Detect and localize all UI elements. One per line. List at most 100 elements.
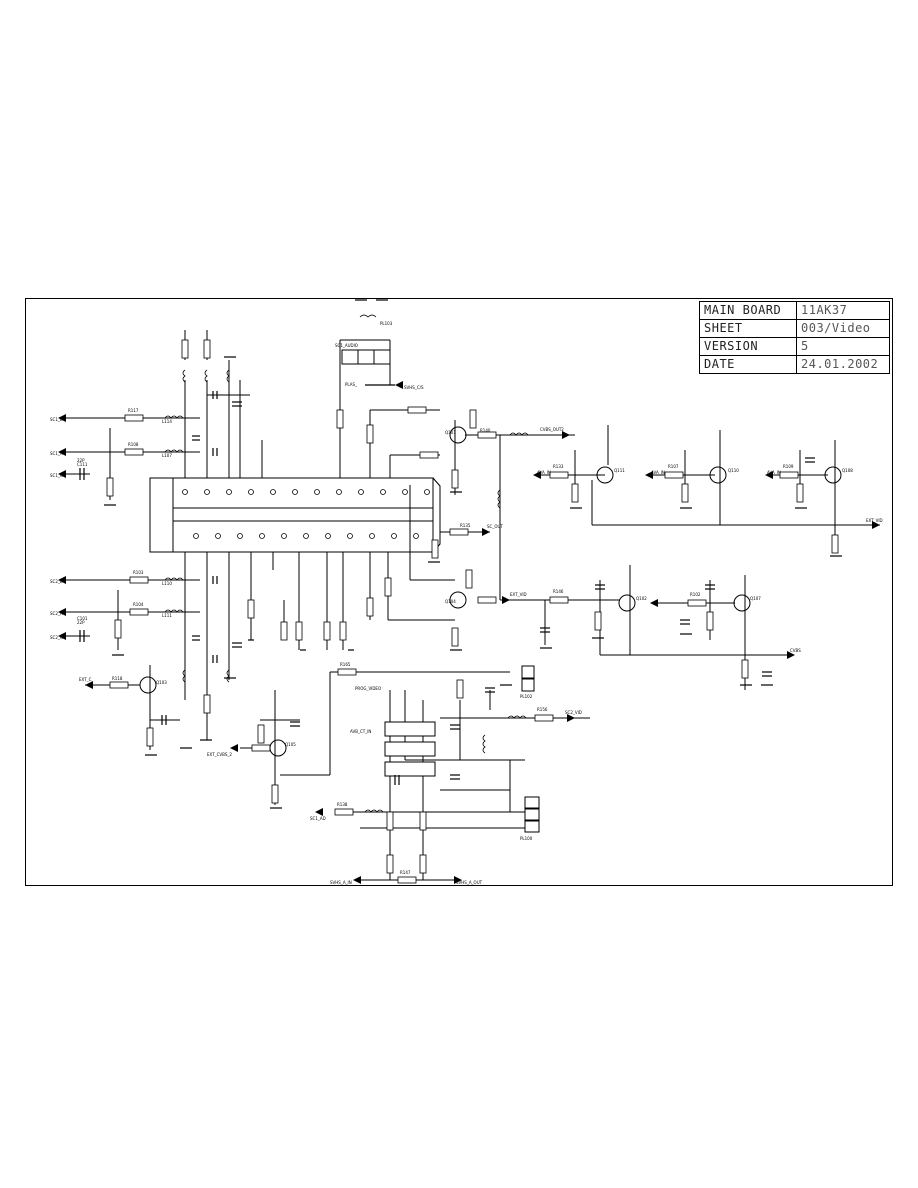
scart-pin bbox=[314, 489, 320, 495]
svg-text:R108: R108 bbox=[128, 442, 139, 447]
scart-pin bbox=[424, 489, 430, 495]
svg-text:R138: R138 bbox=[337, 802, 348, 807]
scart-pin bbox=[402, 489, 408, 495]
svg-text:R104: R104 bbox=[133, 602, 144, 607]
svg-text:R107: R107 bbox=[668, 464, 679, 469]
scart-pin bbox=[358, 489, 364, 495]
scart-socket-top-row bbox=[172, 477, 434, 509]
signal-arrows bbox=[58, 381, 880, 884]
svg-text:SC2_B: SC2_B bbox=[50, 579, 63, 584]
svg-text:AVB_CT_IN: AVB_CT_IN bbox=[350, 729, 371, 734]
board-value: 11AK37 bbox=[801, 303, 848, 317]
scart-pin bbox=[259, 533, 265, 539]
svg-text:PLAS_: PLAS_ bbox=[345, 382, 358, 387]
svg-text:CVBS: CVBS bbox=[790, 648, 801, 653]
scart-pin bbox=[182, 489, 188, 495]
svg-text:SVHS_A_IN: SVHS_A_IN bbox=[330, 880, 352, 885]
capacitors bbox=[79, 391, 815, 785]
scart-pin bbox=[369, 533, 375, 539]
scart-socket-bottom-row bbox=[172, 520, 434, 553]
scart-pin bbox=[204, 489, 210, 495]
svg-text:SC1_G: SC1_G bbox=[50, 473, 63, 478]
schematic-border bbox=[25, 298, 893, 886]
scart-pin bbox=[226, 489, 232, 495]
svg-text:Q104: Q104 bbox=[445, 599, 456, 604]
resistors bbox=[106, 339, 839, 884]
date-value: 24.01.2002 bbox=[801, 357, 879, 371]
svg-text:22P: 22P bbox=[77, 620, 85, 625]
svg-text:Q102: Q102 bbox=[636, 596, 647, 601]
svg-text:SVHS_A_OUT: SVHS_A_OUT bbox=[456, 880, 483, 885]
scart-pin bbox=[270, 489, 276, 495]
scart-pin bbox=[292, 489, 298, 495]
transistors bbox=[139, 426, 842, 757]
title-block: MAIN BOARD 11AK37 SHEET 003/Video VERSIO… bbox=[699, 301, 890, 374]
svg-text:Q108: Q108 bbox=[842, 468, 853, 473]
svg-text:SC1_R: SC1_R bbox=[50, 451, 63, 456]
svg-text:R147: R147 bbox=[400, 870, 411, 875]
svg-text:PROG_VIDEO: PROG_VIDEO bbox=[355, 686, 381, 691]
scart-pin bbox=[336, 489, 342, 495]
title-row-version: VERSION 5 bbox=[700, 338, 889, 356]
svg-text:PL103: PL103 bbox=[380, 321, 393, 326]
scart-pin bbox=[237, 533, 243, 539]
svg-text:Q101: Q101 bbox=[445, 430, 456, 435]
svg-text:Q111: Q111 bbox=[614, 468, 625, 473]
scart-pin bbox=[215, 533, 221, 539]
svg-text:SVHS_C/S: SVHS_C/S bbox=[404, 385, 424, 390]
svg-text:Q107: Q107 bbox=[750, 596, 761, 601]
svg-text:PL100: PL100 bbox=[520, 836, 533, 841]
sheet-value: 003/Video bbox=[801, 321, 871, 335]
svg-text:R118: R118 bbox=[112, 676, 123, 681]
component-labels: R117 R108 L114 L107 SC1_B SC1_R SC1_G R1… bbox=[50, 321, 883, 885]
scart-pin bbox=[281, 533, 287, 539]
version-label: VERSION bbox=[704, 339, 759, 353]
headers bbox=[341, 349, 540, 833]
svg-text:SC2_G: SC2_G bbox=[50, 635, 63, 640]
date-label: DATE bbox=[704, 357, 735, 371]
svg-text:L107: L107 bbox=[162, 453, 172, 458]
version-value: 5 bbox=[801, 339, 809, 353]
scart-pin bbox=[380, 489, 386, 495]
svg-text:L111: L111 bbox=[162, 613, 172, 618]
svg-text:Q103: Q103 bbox=[156, 680, 167, 685]
scart-pin bbox=[391, 533, 397, 539]
board-label: MAIN BOARD bbox=[704, 303, 782, 317]
svg-text:L110: L110 bbox=[162, 581, 172, 586]
svg-text:R109: R109 bbox=[783, 464, 794, 469]
svg-text:AVA_IN: AVA_IN bbox=[537, 470, 551, 475]
svg-text:C111: C111 bbox=[77, 462, 88, 467]
scart-pin bbox=[413, 533, 419, 539]
svg-text:EXT_VID: EXT_VID bbox=[510, 592, 527, 597]
svg-text:R103: R103 bbox=[133, 570, 144, 575]
scart-pin bbox=[325, 533, 331, 539]
svg-text:Q110: Q110 bbox=[728, 468, 739, 473]
svg-text:SC_OUT: SC_OUT bbox=[487, 524, 503, 529]
svg-text:R135: R135 bbox=[460, 523, 471, 528]
title-row-board: MAIN BOARD 11AK37 bbox=[700, 302, 889, 320]
title-row-sheet: SHEET 003/Video bbox=[700, 320, 889, 338]
svg-text:R117: R117 bbox=[128, 408, 139, 413]
scart-pin bbox=[193, 533, 199, 539]
scart-pins-top bbox=[182, 489, 430, 495]
svg-text:SC2_VID: SC2_VID bbox=[565, 710, 582, 715]
scart-pin bbox=[347, 533, 353, 539]
svg-text:EXT_C: EXT_C bbox=[79, 677, 92, 682]
inductors bbox=[164, 314, 529, 813]
svg-text:AVA_IN: AVA_IN bbox=[651, 470, 665, 475]
svg-text:EXT_VID: EXT_VID bbox=[866, 518, 883, 523]
svg-text:R156: R156 bbox=[537, 707, 548, 712]
svg-text:PL102: PL102 bbox=[520, 694, 533, 699]
scart-pin bbox=[303, 533, 309, 539]
svg-text:R140: R140 bbox=[480, 428, 491, 433]
svg-text:Q105: Q105 bbox=[285, 742, 296, 747]
scart-pin bbox=[248, 489, 254, 495]
svg-text:22P: 22P bbox=[77, 458, 85, 463]
svg-text:L114: L114 bbox=[162, 419, 172, 424]
svg-text:SC2_R: SC2_R bbox=[50, 611, 63, 616]
svg-text:R165: R165 bbox=[340, 662, 351, 667]
svg-text:SC1_AUDIO: SC1_AUDIO bbox=[335, 343, 358, 348]
svg-text:AVA_IN: AVA_IN bbox=[767, 470, 781, 475]
svg-text:C101: C101 bbox=[77, 616, 88, 621]
svg-text:EXT_CVBS_2: EXT_CVBS_2 bbox=[207, 752, 232, 757]
